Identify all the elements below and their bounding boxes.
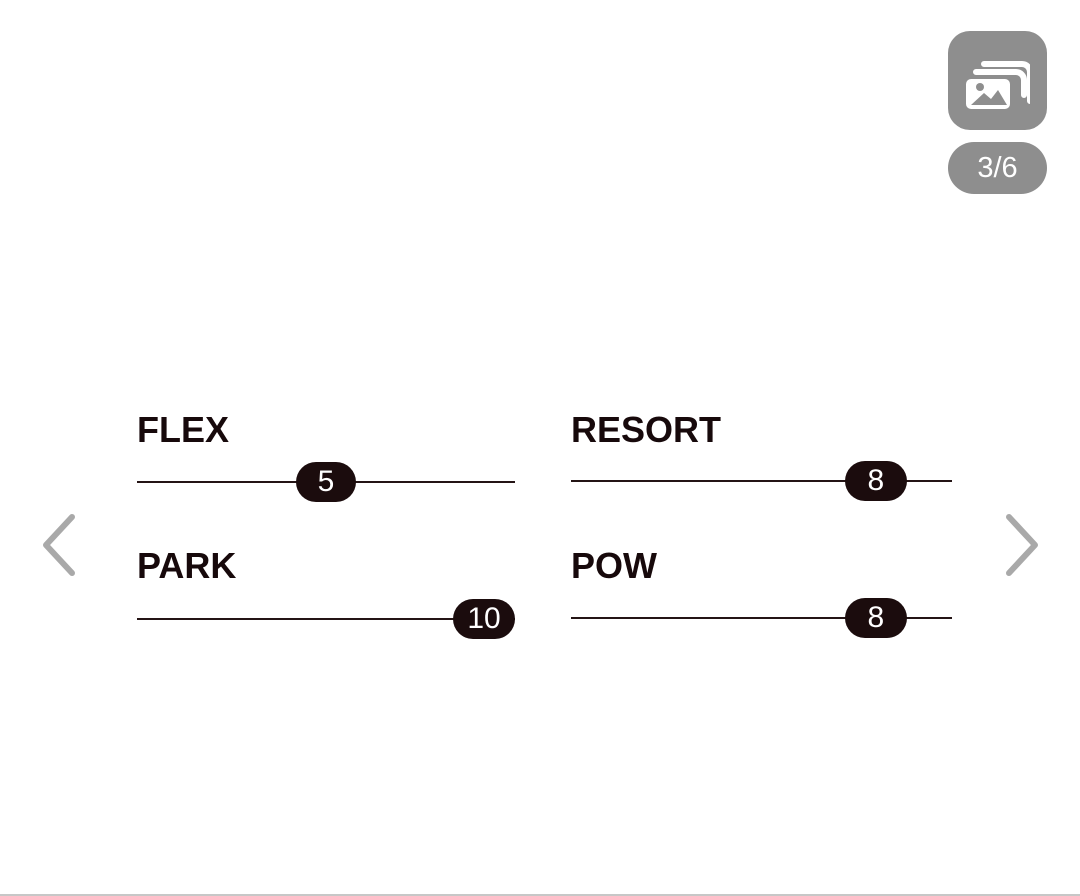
resort-rating-track [571,480,952,482]
gallery-button[interactable] [948,31,1047,130]
pow-rating-label: POW [571,545,657,586]
bottom-divider [0,894,1080,896]
resort-rating-label: RESORT [571,409,722,450]
park-rating-label: PARK [137,545,237,586]
flex-rating-label: FLEX [137,409,230,450]
chevron-left-icon [43,514,75,576]
resort-rating-value: 8 [844,461,907,501]
next-image-button[interactable] [1002,512,1042,578]
pow-rating-track [571,617,952,619]
park-rating-track [137,618,515,620]
park-rating: PARK 10 [137,548,515,640]
flex-rating: FLEX 5 [137,412,515,504]
flex-rating-value: 5 [296,462,356,502]
resort-rating: RESORT 8 [571,412,952,504]
pow-rating: POW 8 [571,548,952,640]
image-gallery-icon [966,61,1030,109]
pow-rating-value: 8 [844,598,907,638]
park-rating-value: 10 [453,599,515,639]
previous-image-button[interactable] [39,512,79,578]
page-counter: 3/6 [948,142,1047,194]
chevron-right-icon [1006,514,1038,576]
